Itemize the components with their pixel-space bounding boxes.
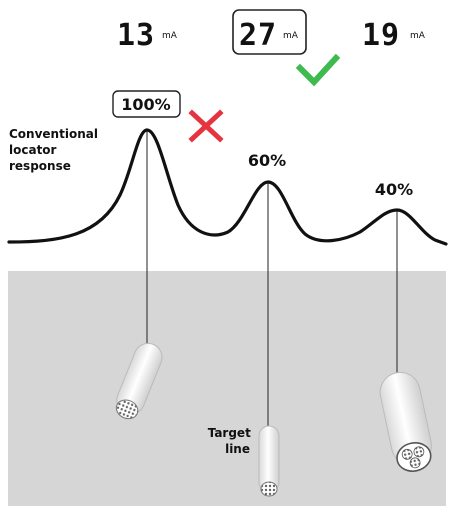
target-line-label-line-2: line (225, 442, 250, 456)
reading-2-digits: 27 (239, 18, 277, 53)
peak-1-label-box (112, 90, 181, 118)
peak-1-label: 100% (112, 90, 181, 118)
peak-1-label-text: 100% (121, 95, 170, 114)
reading-3-unit: mA (410, 31, 426, 41)
target-line-label: Target line (208, 426, 255, 456)
reading-1: 13 mA (117, 18, 178, 53)
response-label-line-3: response (9, 159, 71, 173)
cable-left-end (115, 399, 139, 420)
cable-right-end (396, 442, 432, 472)
cable-right (379, 371, 432, 472)
response-curve (7, 128, 448, 246)
cable-target (258, 425, 280, 497)
cable-target-end (260, 481, 278, 497)
peak-2-label: 60% (248, 151, 286, 170)
cable-left (115, 342, 163, 420)
reading-1-unit: mA (162, 31, 178, 41)
reading-3-digits: 19 (362, 18, 400, 53)
cross-icon (188, 109, 224, 143)
target-line-label-line-1: Target (208, 426, 251, 440)
reading-2: 27 mA (232, 9, 307, 55)
reading-1-digits: 13 (117, 18, 155, 53)
peak-3-label: 40% (375, 180, 413, 199)
ground-area (8, 271, 446, 506)
response-label-line-1: Conventional (9, 127, 98, 141)
response-label-line-2: locator (9, 143, 57, 157)
reading-3: 19 mA (362, 18, 426, 53)
reading-2-box (232, 9, 307, 55)
response-label: Conventional locator response (9, 127, 102, 173)
check-icon (295, 53, 341, 87)
reading-2-unit: mA (283, 31, 299, 41)
